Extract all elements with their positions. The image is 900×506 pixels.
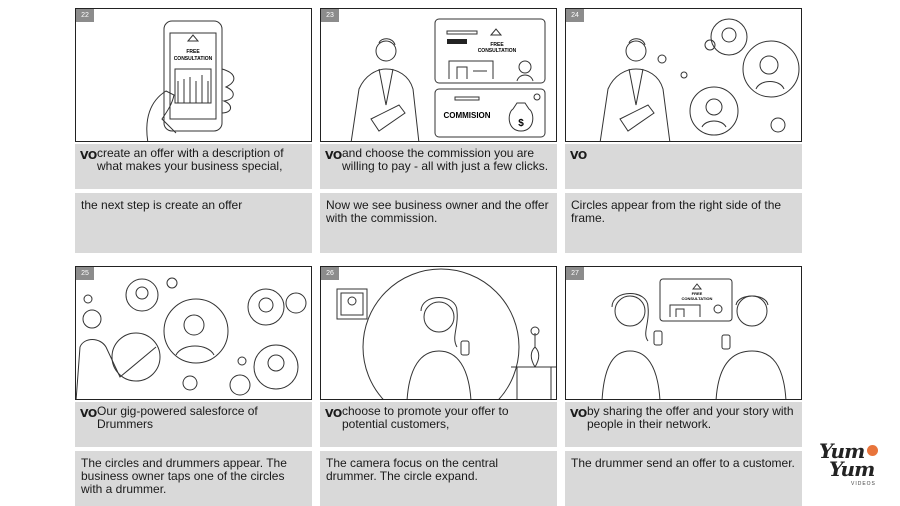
frame-image: 24	[565, 8, 802, 142]
voiceover-box: VO and choose the commission you are wil…	[320, 144, 557, 189]
scene-note: The drummer send an offer to a customer.	[565, 451, 802, 506]
frame-number: 24	[566, 9, 584, 22]
sharing-offer-illustration: FREE CONSULTATION	[601, 278, 787, 399]
circles-appear-illustration	[599, 18, 800, 141]
voiceover-box: VO choose to promote your offer to poten…	[320, 402, 557, 447]
frame-image: 23 FREE CONSULTATION COMMISION $	[320, 8, 557, 142]
voiceover-text: choose to promote your offer to potentia…	[342, 404, 509, 431]
frame-number: 27	[566, 267, 584, 280]
vo-tag: VO	[570, 407, 587, 420]
vo-tag: VO	[570, 149, 587, 162]
yumyum-videos-logo: Yum Yum VIDEOS	[815, 437, 895, 492]
storyboard-panel-25: 25 VO Our gig-powered salesforce of Drum…	[75, 266, 312, 506]
scene-note: The circles and drummers appear. The bus…	[75, 451, 312, 506]
voiceover-box: VO create an offer with a description of…	[75, 144, 312, 189]
scene-note: the next step is create an offer	[75, 193, 312, 253]
storyboard-panel-24: 24 VO Circles appear from the right side…	[565, 8, 802, 253]
frame-number: 25	[76, 267, 94, 280]
logo-line3: VIDEOS	[851, 481, 876, 487]
storyboard-panel-27: 27 FREE CONSULTATION VO by sharing the o…	[565, 266, 802, 506]
voiceover-box: VO	[565, 144, 802, 189]
storyboard-panel-26: 26 VO choose to promote your offer to po…	[320, 266, 557, 506]
art-label-commision: COMMISION	[443, 111, 490, 120]
frame-number: 22	[76, 9, 94, 22]
phone-illustration: FREE CONSULTATION	[146, 20, 235, 141]
art-label-consultation: CONSULTATION	[174, 56, 213, 62]
logo-line2: Yum	[829, 457, 875, 481]
frame-image: 27 FREE CONSULTATION	[565, 266, 802, 400]
drummers-circles-illustration	[76, 277, 307, 399]
voiceover-text: and choose the commission you are willin…	[342, 146, 549, 173]
central-drummer-illustration	[336, 268, 556, 399]
voiceover-box: VO Our gig-powered salesforce of Drummer…	[75, 402, 312, 447]
logo-line1: Yum	[819, 439, 865, 463]
scene-note: The camera focus on the central drummer.…	[320, 451, 557, 506]
frame-image: 22 FREE CONSULTATION	[75, 8, 312, 142]
art-label-consultation: CONSULTATION	[682, 296, 713, 301]
vo-tag: VO	[325, 407, 342, 420]
vo-tag: VO	[325, 149, 342, 162]
scene-note: Now we see business owner and the offer …	[320, 193, 557, 253]
art-label-free: FREE	[692, 291, 703, 296]
storyboard-panel-22: 22 FREE CONSULTATION VO create an offer …	[75, 8, 312, 253]
frame-image: 25	[75, 266, 312, 400]
voiceover-box: VO by sharing the offer and your story w…	[565, 402, 802, 447]
frame-image: 26	[320, 266, 557, 400]
art-label-free: FREE	[490, 42, 504, 48]
art-label-consultation: CONSULTATION	[478, 48, 517, 54]
voiceover-text: by sharing the offer and your story with…	[587, 404, 794, 431]
scene-note: Circles appear from the right side of th…	[565, 193, 802, 253]
storyboard-panel-23: 23 FREE CONSULTATION COMMISION $ VO and	[320, 8, 557, 253]
frame-number: 23	[321, 9, 339, 22]
frame-number: 26	[321, 267, 339, 280]
art-label-free: FREE	[186, 49, 200, 55]
art-label-dollar: $	[518, 118, 524, 129]
vo-tag: VO	[80, 149, 97, 162]
voiceover-text: create an offer with a description of wh…	[97, 146, 284, 173]
logo-accent-dot	[867, 445, 878, 456]
business-owner-illustration: FREE CONSULTATION COMMISION $	[350, 18, 546, 141]
vo-tag: VO	[80, 407, 97, 420]
voiceover-text: Our gig-powered salesforce of Drummers	[97, 404, 258, 431]
